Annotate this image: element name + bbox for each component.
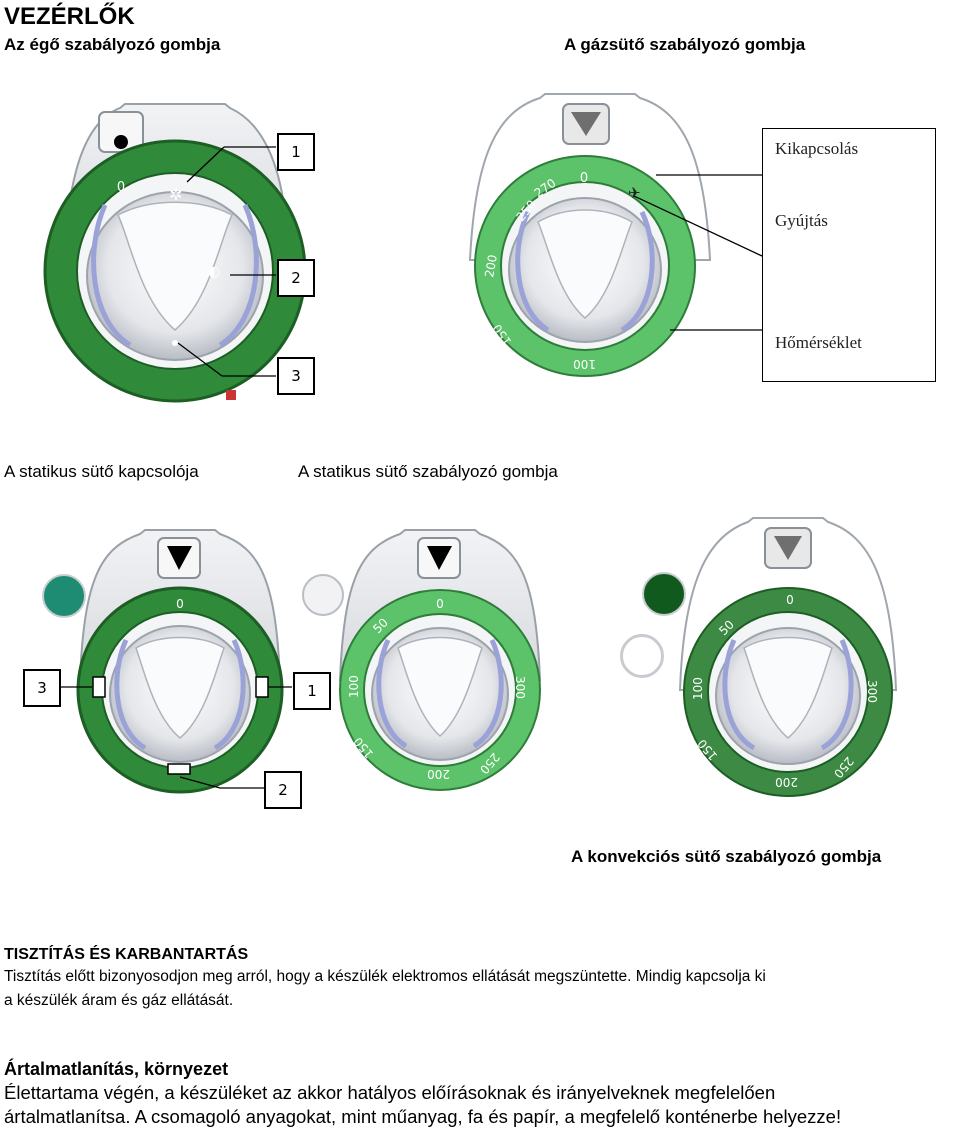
disposal-text-line1: Élettartama végén, a készüléket az akkor… — [4, 1082, 775, 1104]
cleaning-text-line2: a készülék áram és gáz ellátását. — [4, 990, 233, 1011]
convection-label-300: 300 — [865, 680, 879, 703]
cleaning-text-line1: Tisztítás előtt bizonyosodjon meg arról,… — [4, 966, 766, 987]
disposal-heading: Ártalmatlanítás, környezet — [4, 1058, 228, 1080]
disposal-text-line2: ártalmatlanítsa. A csomagoló anyagokat, … — [4, 1106, 841, 1128]
convection-label-200: 200 — [775, 775, 798, 789]
caption-convection-oven-knob: A konvekciós sütő szabályozó gombja — [571, 846, 881, 868]
convection-zero-label: 0 — [786, 593, 794, 607]
convection-label-100: 100 — [691, 677, 705, 700]
cleaning-heading: TISZTÍTÁS ÉS KARBANTARTÁS — [4, 944, 248, 966]
